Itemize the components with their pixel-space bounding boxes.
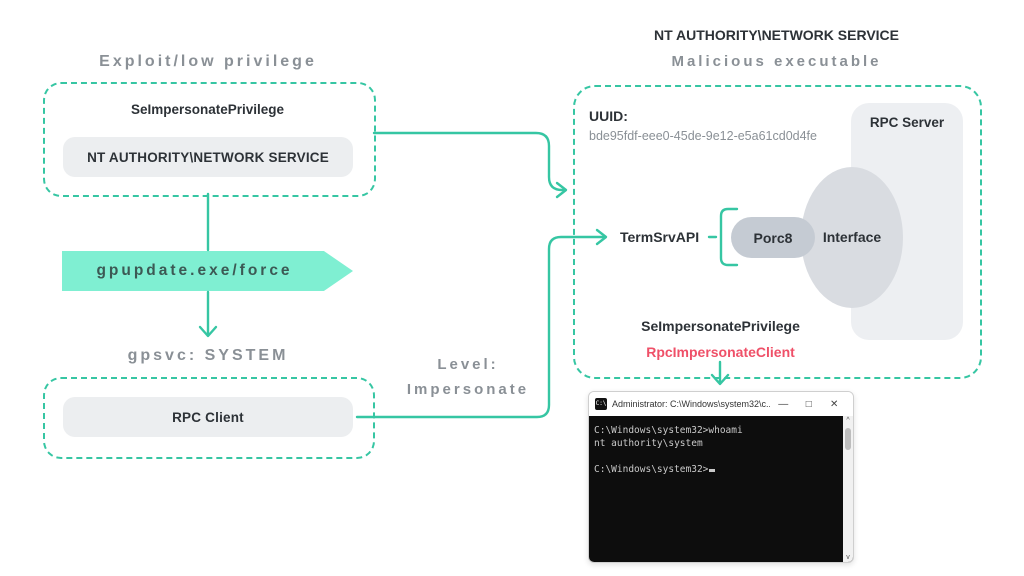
close-button[interactable]: ✕ (830, 398, 839, 410)
cmd-icon: C:\ (595, 398, 607, 410)
termsrv-label: TermSrvAPI (620, 229, 700, 245)
arrowhead-down-icon (198, 325, 218, 338)
se-impersonate-label: SeImpersonatePrivilege (641, 318, 800, 334)
level-impersonate-label: Level: Impersonate (388, 352, 548, 402)
minimize-button[interactable]: — (778, 398, 789, 410)
account-pill: NT AUTHORITY\NETWORK SERVICE (63, 137, 353, 177)
console-line: C:\Windows\system32> (594, 463, 839, 476)
left-stage-title: Exploit/low privilege (99, 53, 317, 70)
gpupdate-banner: gpupdate.exe/force (62, 251, 353, 291)
console-line: nt authority\system (594, 438, 703, 449)
level-label-line2: Impersonate (406, 381, 530, 398)
console-line (594, 450, 839, 463)
privilege-label: SeImpersonatePrivilege (130, 102, 285, 117)
text-cursor (709, 469, 716, 472)
cmd-scrollbar[interactable]: ^ v (843, 416, 853, 562)
right-account-title: NT AUTHORITY\NETWORK SERVICE (653, 27, 899, 43)
arrowhead-right-icon (555, 181, 568, 199)
maximize-button[interactable]: □ (805, 398, 812, 410)
console-prompt: C:\Windows\system32> (594, 464, 709, 475)
connector-exploit-to-uuid (372, 131, 567, 192)
scroll-up-icon[interactable]: ^ (846, 417, 850, 424)
malicious-exec-title: Malicious executable (671, 53, 882, 70)
uuid-label: UUID: (589, 108, 628, 124)
cmd-title: Administrator: C:\Windows\system32\c... (612, 399, 771, 409)
rpc-server-label: RPC Server (869, 115, 945, 130)
level-label-line1: Level: (437, 356, 499, 373)
porc8-capsule: Porc8 (731, 217, 815, 258)
uuid-value: bde95fdf-eee0-45de-9e12-e5a61cd0d4fe (589, 129, 817, 143)
interface-ellipse (801, 167, 903, 308)
cmd-console[interactable]: C:\Windows\system32>whoami nt authority\… (589, 416, 853, 562)
malicious-box (573, 85, 982, 379)
gpsvc-label: gpsvc: SYSTEM (127, 347, 289, 364)
interface-label: Interface (822, 229, 882, 245)
porc8-label: Porc8 (753, 229, 793, 246)
cmd-titlebar[interactable]: C:\ Administrator: C:\Windows\system32\c… (589, 392, 853, 416)
rpc-client-pill: RPC Client (63, 397, 353, 437)
scroll-thumb[interactable] (845, 428, 851, 450)
rpc-impersonate-label: RpcImpersonateClient (646, 344, 795, 360)
console-line: C:\Windows\system32>whoami (594, 425, 743, 436)
scroll-down-icon[interactable]: v (846, 554, 850, 561)
cmd-window: C:\ Administrator: C:\Windows\system32\c… (588, 391, 854, 563)
